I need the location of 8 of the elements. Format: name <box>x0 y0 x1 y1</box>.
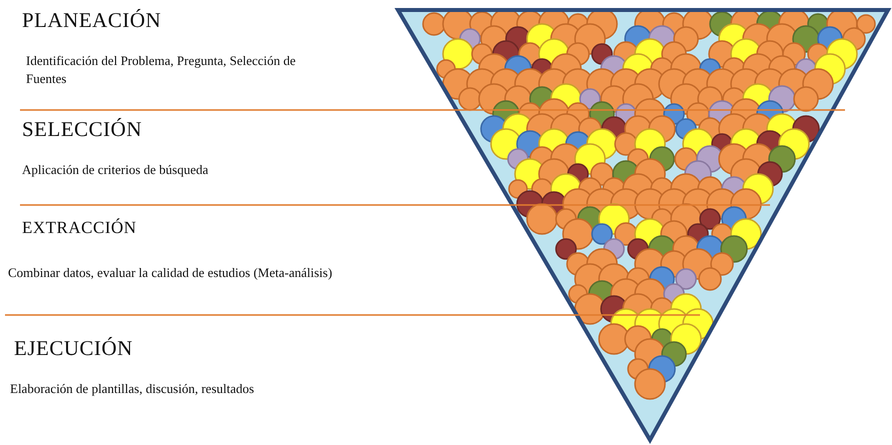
stage-description: Identificación del Problema, Pregunta, Selección de Fuentes <box>26 52 297 88</box>
stage-heading: PLANEACIÓN <box>22 8 162 33</box>
stage-description: Elaboración de plantillas, discusión, resultados <box>10 381 254 397</box>
stage-heading: EXTRACCIÓN <box>22 218 137 238</box>
stage-description: Combinar datos, evaluar la calidad de estudios (Meta-análisis) <box>8 265 332 281</box>
stage-heading: SELECCIÓN <box>22 117 142 142</box>
stage-description: Aplicación de criterios de búsqueda <box>22 162 208 178</box>
stage-heading: EJECUCIÓN <box>14 336 133 361</box>
